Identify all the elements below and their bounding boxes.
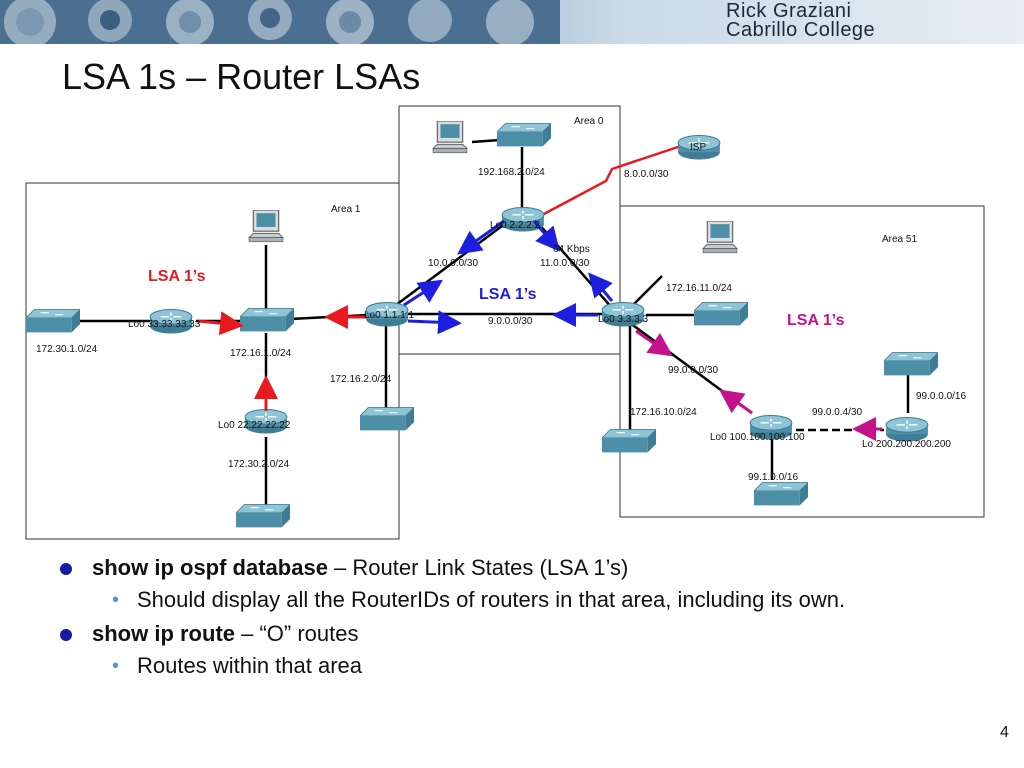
sub-bullet-item: • Routes within that area	[60, 651, 960, 681]
link-r2-r1	[391, 221, 507, 310]
switch-99-1-icon	[754, 482, 808, 506]
router-r3-label: Lo0 3.3.3.3	[598, 314, 648, 325]
bullet-dot-icon	[60, 563, 72, 575]
net-99-1-0-0: 99.1.0.0/16	[748, 472, 798, 483]
net-172-16-2: 172.16.2.0/24	[330, 374, 392, 385]
bullet-description: – “O” routes	[235, 621, 359, 646]
router-r1-label: Lo0 1.1.1.1	[364, 310, 414, 321]
author-name-block: Rick Graziani Cabrillo College	[726, 0, 876, 41]
bullet-description: – Router Link States (LSA 1’s)	[327, 555, 629, 580]
lsa-arrow-r100-to-r3	[719, 389, 753, 415]
switch-172-16-10-icon	[602, 429, 656, 453]
net-192-168-2: 192.168.2.0/24	[478, 167, 545, 178]
sub-bullet-item: • Should display all the RouterIDs of ro…	[60, 585, 960, 615]
lsa-arrow-r1-to-r2	[403, 279, 444, 307]
router-r2-label: Lo0 2.2.2.2	[490, 220, 540, 231]
banner-artwork	[0, 0, 560, 44]
link-r2-isp	[541, 141, 691, 217]
lsa-label-area0: LSA 1’s	[479, 286, 537, 303]
switch-172-30-1-icon	[26, 309, 80, 333]
bullet-command: show ip ospf database	[92, 555, 328, 580]
router-r200-icon	[885, 416, 929, 443]
switch-192-icon	[497, 123, 551, 147]
net-172-16-10: 172.16.10.0/24	[630, 407, 697, 418]
pc-area0-icon	[432, 121, 468, 154]
area-1-label: Area 1	[331, 204, 361, 215]
bullet-item: show ip ospf database – Router Link Stat…	[60, 553, 960, 583]
net-8-0-0-0: 8.0.0.0/30	[624, 169, 669, 180]
lsa-arrow-r2-to-r3	[532, 220, 560, 252]
switch-172-16-1-icon	[240, 308, 294, 332]
lsa-arrow-r33-to-sw	[197, 311, 244, 336]
lsa-arrow-r3-to-r100	[635, 329, 673, 357]
switch-99-0-icon	[884, 352, 938, 376]
net-10-0-0-0: 10.0.0.0/30	[428, 258, 478, 269]
area-51-box	[619, 205, 985, 518]
router-r33-label: Lo0 33.33.33.33	[128, 319, 201, 330]
page-number: 4	[1000, 724, 1009, 741]
link-pc0-sw0	[471, 138, 501, 144]
ospf-network-diagram: Area 0 Area 1 Area 51	[25, 105, 985, 540]
net-11-0-0-0: 11.0.0.0/30	[540, 258, 590, 269]
net-172-16-11: 172.16.11.0/24	[666, 283, 732, 294]
pc-area1-icon	[248, 210, 284, 243]
author-name: Rick Graziani	[726, 0, 852, 22]
isp-label: ISP	[690, 142, 706, 153]
bullet-item: show ip route – “O” routes	[60, 619, 960, 649]
link-r3-pc5	[633, 275, 663, 305]
net-172-30-2: 172.30.2.0/24	[228, 459, 290, 470]
lsa-arrow-r2-to-r1	[457, 219, 505, 255]
net-99-0-0-0-16: 99.0.0.0/16	[916, 391, 966, 402]
lsa-arrow-r3-to-r2	[588, 272, 614, 302]
sub-bullet-text: Should display all the RouterIDs of rout…	[137, 587, 846, 612]
sub-bullet-dot-icon: •	[112, 655, 120, 677]
sub-bullet-text: Routes within that area	[137, 653, 363, 678]
area-51-label: Area 51	[882, 234, 917, 245]
area-0-label: Area 0	[574, 116, 604, 127]
net-172-16-1: 172.16.1.0/24	[230, 348, 292, 359]
router-r200-label: Lo 200.200.200.200	[862, 439, 951, 450]
net-99-0-0-0-30: 99.0.0.0/30	[668, 365, 718, 376]
slide-title: LSA 1s – Router LSAs	[62, 56, 421, 97]
lsa-label-area1: LSA 1’s	[148, 268, 206, 285]
switch-172-30-2-icon	[236, 504, 290, 528]
net-9-0-0-0: 9.0.0.0/30	[488, 316, 533, 327]
net-172-30-1: 172.30.1.0/24	[36, 344, 98, 355]
college-name: Cabrillo College	[726, 19, 876, 41]
net-99-0-0-4: 99.0.0.4/30	[812, 407, 862, 418]
lsa-arrow-r1-to-r3	[407, 310, 462, 335]
router-r22-label: Lo0 22.22.22.22	[218, 420, 291, 431]
sub-bullet-dot-icon: •	[112, 589, 120, 611]
switch-172-16-11-icon	[694, 302, 748, 326]
router-r100-label: Lo0 100.100.100.100	[710, 432, 805, 443]
bullet-dot-icon	[60, 629, 72, 641]
speed-label: 64 Kbps	[553, 244, 590, 255]
pc-area51-icon	[702, 221, 738, 254]
bullet-command: show ip route	[92, 621, 235, 646]
bullet-list: show ip ospf database – Router Link Stat…	[60, 553, 960, 685]
area-1-box	[25, 182, 400, 540]
switch-172-16-2-icon	[360, 407, 414, 431]
header-banner: Rick Graziani Cabrillo College	[0, 0, 1024, 44]
lsa-label-area51: LSA 1’s	[787, 312, 845, 329]
